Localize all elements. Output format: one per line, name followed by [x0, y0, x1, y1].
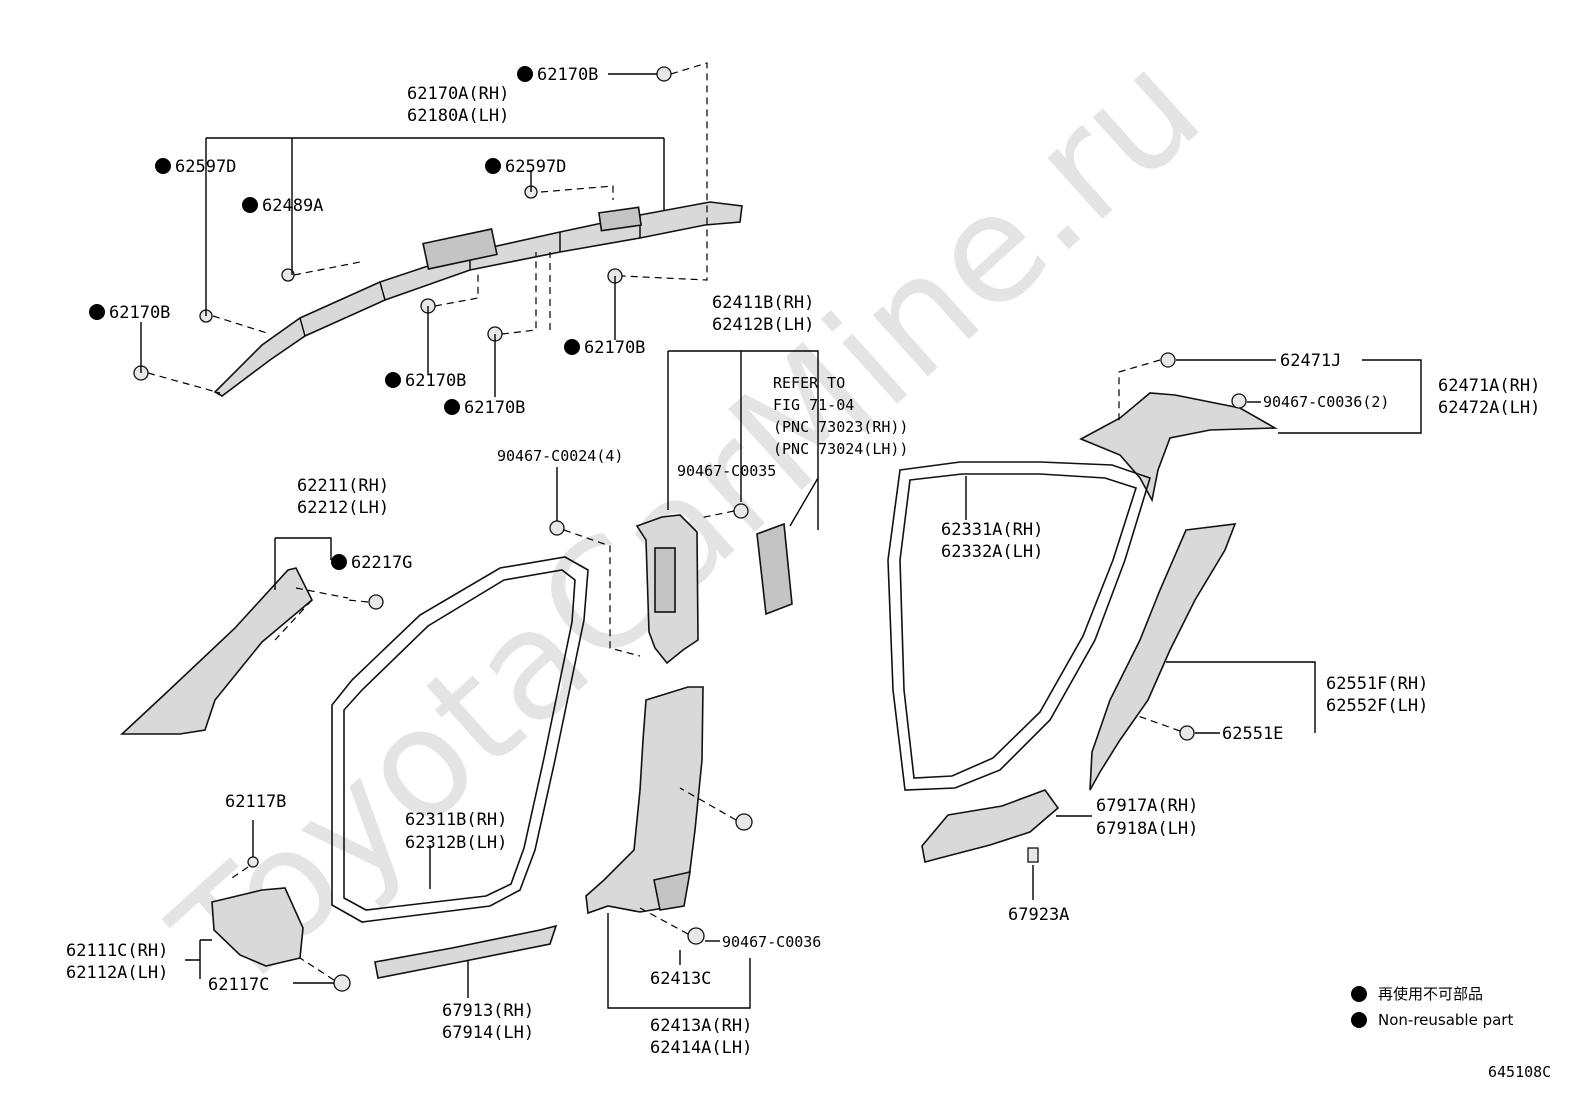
clip-icon	[1231, 393, 1247, 409]
nonreusable-mark-icon	[242, 197, 258, 213]
part-62111C-rh[interactable]: 62111C(RH)	[66, 941, 168, 961]
part-62411B-rh[interactable]: 62411B(RH)	[712, 293, 814, 313]
part-90467-C0035[interactable]: 90467-C0035	[677, 462, 776, 480]
part-62170B-top[interactable]: 62170B	[537, 65, 598, 85]
nonreusable-mark-icon	[155, 158, 171, 174]
belt-anchor-part[interactable]	[756, 522, 793, 616]
refer-note-3: (PNC 73023(RH))	[773, 418, 908, 436]
roof-side-inner-garnish[interactable]	[1079, 392, 1278, 503]
front-door-scuff-plate[interactable]	[374, 924, 558, 979]
nonreusable-mark-icon	[1351, 986, 1367, 1002]
nonreusable-mark-icon	[485, 158, 501, 174]
part-62332A-lh[interactable]: 62332A(LH)	[941, 542, 1043, 562]
part-90467-C0036-2[interactable]: 90467-C0036(2)	[1263, 393, 1389, 411]
part-62472A-lh[interactable]: 62472A(LH)	[1438, 398, 1540, 418]
nonreusable-mark-icon	[89, 304, 105, 320]
part-62312B-lh[interactable]: 62312B(LH)	[405, 833, 507, 853]
nonreusable-mark-icon	[1351, 1012, 1367, 1028]
part-62552F-lh[interactable]: 62552F(LH)	[1326, 696, 1428, 716]
clip-icon	[1160, 352, 1176, 368]
center-pillar-lower-garnish[interactable]	[585, 686, 704, 915]
part-62413C[interactable]: 62413C	[650, 969, 711, 989]
part-62212-lh[interactable]: 62212(LH)	[297, 498, 389, 518]
part-62170A-rh[interactable]: 62170A(RH)	[407, 84, 509, 104]
part-67917A-rh[interactable]: 67917A(RH)	[1096, 796, 1198, 816]
part-67913-rh[interactable]: 67913(RH)	[442, 1001, 534, 1021]
legend: 再使用不可部品 Non-reusable part	[1351, 985, 1513, 1029]
part-67923A[interactable]: 67923A	[1008, 905, 1069, 925]
part-90467-C0024[interactable]: 90467-C0024(4)	[497, 447, 623, 465]
refer-note-1: REFER TO	[773, 374, 845, 392]
refer-note-4: (PNC 73024(LH))	[773, 440, 908, 458]
part-62170B-left[interactable]: 62170B	[109, 303, 170, 323]
part-67914-lh[interactable]: 67914(LH)	[442, 1023, 534, 1043]
clip-icon	[733, 503, 749, 519]
legend-en: Non-reusable part	[1378, 1011, 1513, 1029]
nonreusable-mark-icon	[385, 372, 401, 388]
clip-icon	[247, 856, 259, 868]
part-62551F-rh[interactable]: 62551F(RH)	[1326, 674, 1428, 694]
clip-icon	[368, 594, 384, 610]
diagram-code: 645108C	[1488, 1063, 1551, 1081]
clip-icon	[735, 813, 753, 831]
clip-icon	[687, 927, 705, 945]
part-62412B-lh[interactable]: 62412B(LH)	[712, 315, 814, 335]
part-62413A-rh[interactable]: 62413A(RH)	[650, 1016, 752, 1036]
part-62117C[interactable]: 62117C	[208, 975, 269, 995]
front-pillar-garnish[interactable]	[119, 567, 313, 735]
clip-icon	[1027, 847, 1039, 863]
clip-icon	[333, 974, 351, 992]
refer-note-2: FIG 71-04	[773, 396, 854, 414]
nonreusable-mark-icon	[564, 339, 580, 355]
part-62414A-lh[interactable]: 62414A(LH)	[650, 1038, 752, 1058]
part-62180A-lh[interactable]: 62180A(LH)	[407, 106, 509, 126]
part-62331A-rh[interactable]: 62331A(RH)	[941, 520, 1043, 540]
quarter-trim-garnish[interactable]	[1089, 523, 1237, 791]
part-62551E[interactable]: 62551E	[1222, 724, 1283, 744]
part-62117B[interactable]: 62117B	[225, 792, 286, 812]
part-62597D-mid[interactable]: 62597D	[505, 157, 566, 177]
part-62170B-right[interactable]: 62170B	[584, 338, 645, 358]
clip-icon	[549, 520, 565, 536]
part-62471J[interactable]: 62471J	[1280, 351, 1341, 371]
part-62170B-bottom1[interactable]: 62170B	[405, 371, 466, 391]
part-62597D-left[interactable]: 62597D	[175, 157, 236, 177]
curtain-airbag-part[interactable]	[213, 201, 743, 397]
clip-icon	[133, 66, 672, 381]
clip-icon	[1179, 725, 1195, 741]
part-62471A-rh[interactable]: 62471A(RH)	[1438, 376, 1540, 396]
part-62170B-bottom2[interactable]: 62170B	[464, 398, 525, 418]
part-62489A[interactable]: 62489A	[262, 196, 323, 216]
part-67918A-lh[interactable]: 67918A(LH)	[1096, 819, 1198, 839]
part-90467-C0036[interactable]: 90467-C0036	[722, 933, 821, 951]
part-62217G[interactable]: 62217G	[351, 553, 412, 573]
part-62211-rh[interactable]: 62211(RH)	[297, 476, 389, 496]
legend-jp: 再使用不可部品	[1378, 985, 1483, 1003]
front-door-weatherstrip[interactable]	[331, 556, 589, 923]
rear-door-weatherstrip[interactable]	[887, 461, 1151, 791]
rear-door-scuff-plate[interactable]	[921, 789, 1060, 863]
nonreusable-mark-icon	[517, 66, 533, 82]
nonreusable-mark-icon	[444, 399, 460, 415]
part-62311B-rh[interactable]: 62311B(RH)	[405, 810, 507, 830]
part-62112A-lh[interactable]: 62112A(LH)	[66, 963, 168, 983]
nonreusable-mark-icon	[331, 554, 347, 570]
center-pillar-upper-garnish[interactable]	[635, 514, 699, 665]
